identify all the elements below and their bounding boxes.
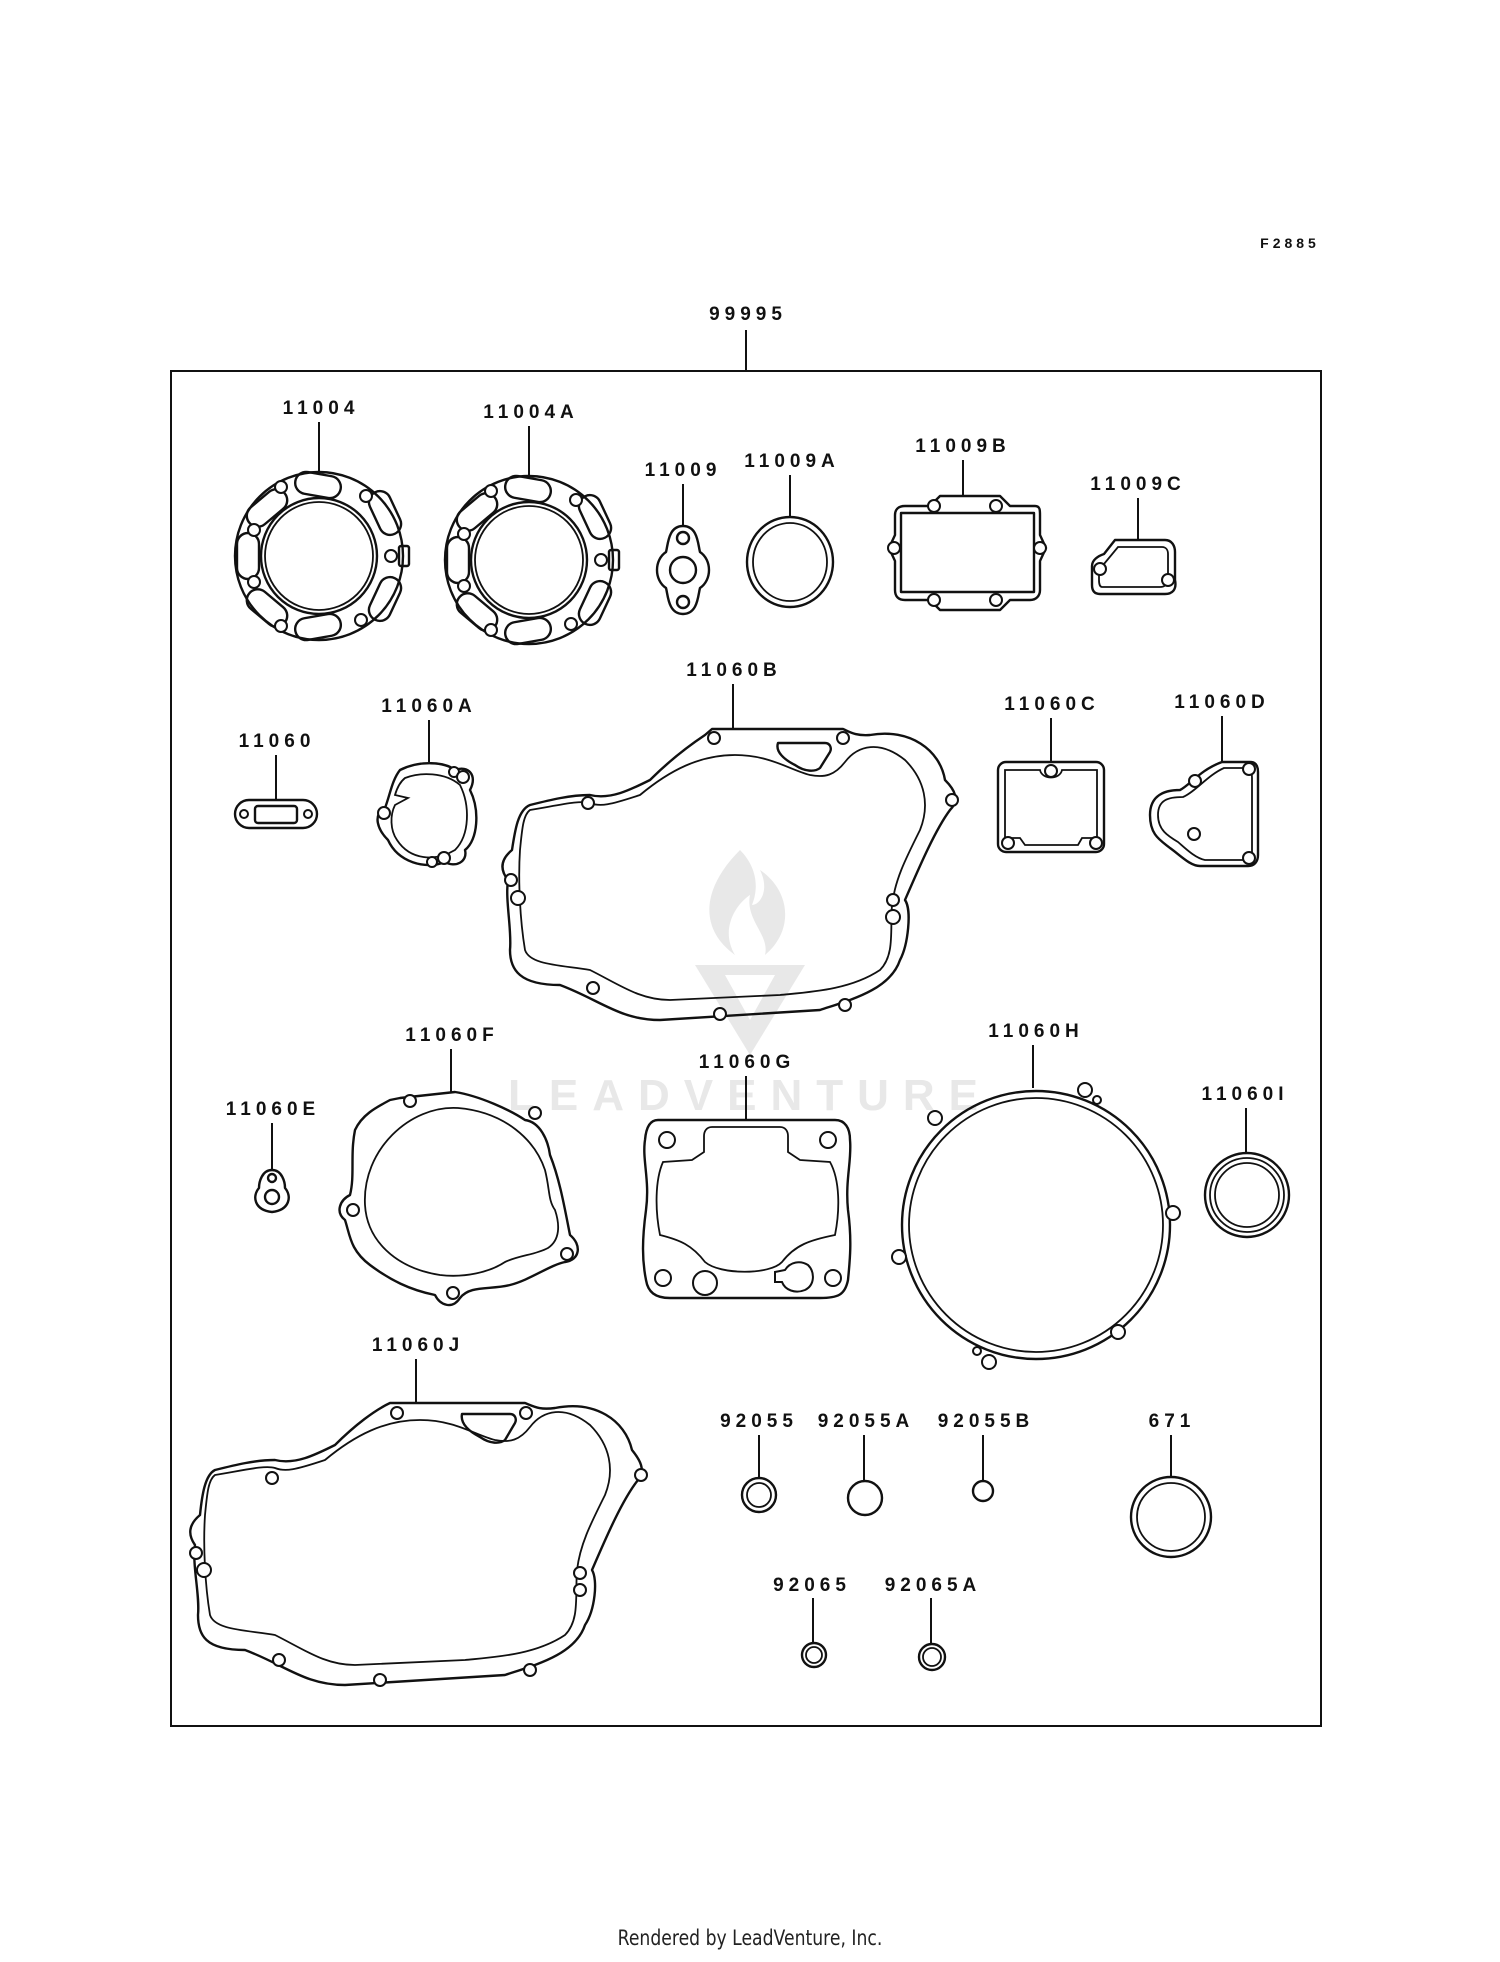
kit-part-label[interactable]: 99995 <box>709 304 787 325</box>
watermark-logo <box>695 850 805 1055</box>
part-11060I[interactable]: 11060I <box>1201 1084 1291 1239</box>
part-label-11009[interactable]: 11009 <box>645 460 722 481</box>
part-11060J[interactable]: 11060J <box>189 1335 648 1687</box>
part-label-92055A[interactable]: 92055A <box>818 1411 915 1432</box>
part-label-11060J[interactable]: 11060J <box>372 1335 464 1356</box>
part-label-11060F[interactable]: 11060F <box>405 1025 498 1046</box>
part-label-11060A[interactable]: 11060A <box>381 696 477 717</box>
part-label-671[interactable]: 671 <box>1149 1411 1196 1432</box>
part-label-92055B[interactable]: 92055B <box>938 1411 1035 1432</box>
part-92065[interactable]: 92065 <box>773 1575 851 1669</box>
part-label-11060G[interactable]: 11060G <box>699 1052 796 1073</box>
part-92055A[interactable]: 92055A <box>818 1411 915 1517</box>
part-label-11009C[interactable]: 11009C <box>1090 474 1186 495</box>
part-11060F[interactable]: 11060F <box>338 1025 579 1307</box>
part-label-11060E[interactable]: 11060E <box>226 1099 320 1120</box>
watermark-text: LEADVENTURE <box>508 1071 992 1120</box>
part-11060D[interactable]: 11060D <box>1148 692 1270 868</box>
kit-frame <box>170 370 1322 1727</box>
part-label-92065A[interactable]: 92065A <box>885 1575 982 1596</box>
part-11009[interactable]: 11009 <box>645 460 722 616</box>
part-11009B[interactable]: 11009B <box>887 436 1048 612</box>
part-11060E[interactable]: 11060E <box>226 1099 320 1214</box>
part-label-11009A[interactable]: 11009A <box>744 451 840 472</box>
part-11060H[interactable]: 11060H <box>891 1021 1181 1370</box>
part-11009C[interactable]: 11009C <box>1090 474 1186 596</box>
part-92065A[interactable]: 92065A <box>885 1575 982 1672</box>
part-671[interactable]: 671 <box>1129 1411 1213 1559</box>
part-label-11060D[interactable]: 11060D <box>1174 692 1270 713</box>
part-11004A[interactable]: 11004A <box>443 402 621 646</box>
part-11004[interactable]: 11004 <box>233 398 411 642</box>
part-11060A[interactable]: 11060A <box>376 696 478 868</box>
footer-credit: Rendered by LeadVenture, Inc. <box>617 1926 883 1950</box>
part-11060[interactable]: 11060 <box>233 731 319 830</box>
figure-code: F2885 <box>1260 235 1320 251</box>
part-11060B[interactable]: 11060B <box>501 660 959 1022</box>
part-label-11060B[interactable]: 11060B <box>686 660 782 681</box>
part-11009A[interactable]: 11009A <box>744 451 840 609</box>
part-label-11004A[interactable]: 11004A <box>483 402 579 423</box>
part-label-11060I[interactable]: 11060I <box>1201 1084 1288 1105</box>
part-label-11009B[interactable]: 11009B <box>915 436 1011 457</box>
part-label-92055[interactable]: 92055 <box>720 1411 798 1432</box>
part-92055B[interactable]: 92055B <box>938 1411 1035 1503</box>
part-label-11060H[interactable]: 11060H <box>988 1021 1084 1042</box>
part-11060G[interactable]: 11060G <box>641 1052 852 1300</box>
part-label-11060[interactable]: 11060 <box>239 731 316 752</box>
part-label-11060C[interactable]: 11060C <box>1004 694 1100 715</box>
part-92055[interactable]: 92055 <box>720 1411 798 1514</box>
part-label-11004[interactable]: 11004 <box>283 398 360 419</box>
part-11060C[interactable]: 11060C <box>996 694 1106 854</box>
part-label-92065[interactable]: 92065 <box>773 1575 851 1596</box>
